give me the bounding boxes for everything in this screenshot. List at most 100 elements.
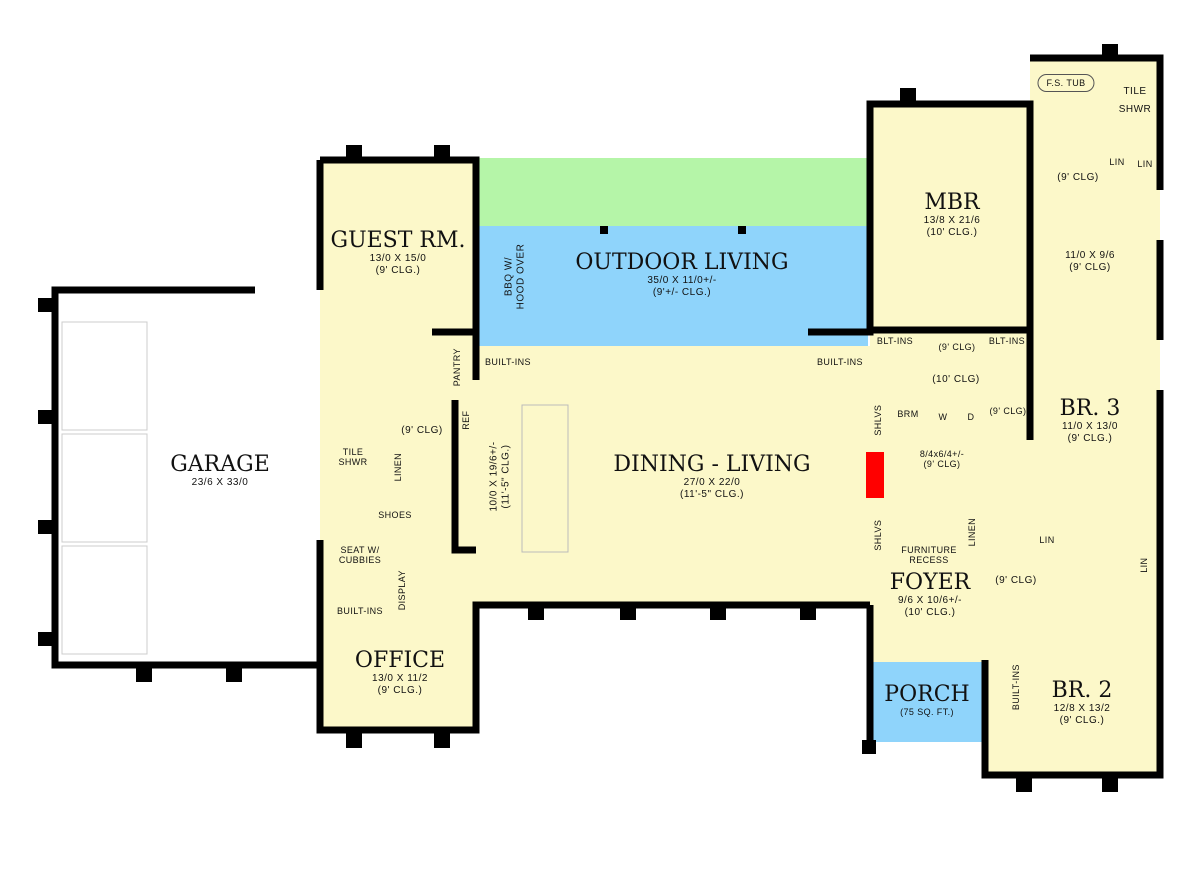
room-ceiling: (9' CLG.) bbox=[375, 264, 421, 276]
room-name: BR. 2 bbox=[1051, 678, 1113, 703]
tub-label: F.S. TUB bbox=[1037, 74, 1095, 93]
lin-label: LIN bbox=[1039, 535, 1055, 545]
closet-size: 11/0 X 9/6 bbox=[1065, 250, 1115, 261]
closet-label: 11/0 X 9/6(9' CLG) bbox=[1065, 250, 1115, 273]
builtins-label: BUILT-INS bbox=[337, 606, 383, 616]
shower-line1: TILE bbox=[342, 447, 364, 457]
columns bbox=[38, 44, 1118, 792]
broom-label: BRM bbox=[897, 409, 919, 419]
room-ceiling: (10' CLG.) bbox=[904, 606, 956, 618]
west-wing-floor bbox=[320, 160, 476, 730]
closet-ceiling: (9' CLG) bbox=[1069, 261, 1111, 273]
room-size: 12/8 X 13/2 bbox=[1053, 703, 1111, 715]
shower-line2: SHWR bbox=[338, 457, 368, 468]
porch-floor bbox=[870, 662, 985, 742]
room-name: FOYER bbox=[889, 570, 971, 595]
br2-floor bbox=[985, 660, 1160, 775]
tile-shower-label: TILE SHWR bbox=[1119, 86, 1152, 115]
laundry-label: 8/4x6/4+/-(9' CLG) bbox=[920, 449, 964, 470]
room-name: MBR bbox=[924, 190, 980, 215]
hall-ceiling: (10' CLG) bbox=[932, 374, 980, 385]
bbq-line2: HOOD OVER bbox=[515, 243, 526, 310]
room-ceiling: (9'+/- CLG.) bbox=[652, 286, 712, 298]
builtins-label: BLT-INS bbox=[876, 336, 914, 346]
room-ceiling: (10' CLG.) bbox=[926, 226, 978, 238]
builtins-label: BLT-INS bbox=[988, 336, 1026, 346]
room-name: OFFICE bbox=[354, 648, 446, 673]
shower-line1: TILE bbox=[1123, 86, 1147, 97]
east-wing-floor bbox=[870, 354, 1160, 662]
dining-floor bbox=[476, 346, 872, 602]
room-ceiling: (11'-5" CLG.) bbox=[679, 488, 744, 500]
room-size: 9/6 X 10/6+/- bbox=[897, 595, 963, 607]
kitchen-size: 10/0 X 19/6+/- bbox=[488, 441, 500, 512]
bath2-ceiling: (9' CLG) bbox=[995, 575, 1037, 586]
room-name: BR. 3 bbox=[1059, 396, 1121, 421]
bbq-label: BBQ W/HOOD OVER bbox=[504, 244, 527, 310]
shoes-label: SHOES bbox=[378, 510, 412, 520]
room-size: 27/0 X 22/0 bbox=[683, 477, 741, 489]
builtins-label: BUILT-INS bbox=[817, 357, 863, 367]
linen-label: LINEN bbox=[966, 517, 977, 547]
outdoor-living-floor bbox=[476, 226, 868, 346]
lawn bbox=[476, 158, 868, 226]
room-name: PORCH bbox=[884, 682, 970, 707]
dryer-label: D bbox=[967, 412, 975, 422]
seat-line2: CUBBIES bbox=[338, 555, 382, 566]
room-size: (75 SQ. FT.) bbox=[900, 707, 954, 718]
room-size: 13/0 X 15/0 bbox=[369, 253, 427, 265]
laundry-ceiling: (9' CLG) bbox=[989, 406, 1027, 416]
bath-ceiling: (9' CLG) bbox=[1057, 172, 1099, 183]
shelves-label: SHLVS bbox=[872, 404, 883, 436]
fireplace bbox=[866, 452, 884, 498]
room-size: 23/6 X 33/0 bbox=[191, 477, 249, 489]
garage-stalls bbox=[61, 321, 148, 655]
guest-room-label: GUEST RM.13/0 X 15/0(9' CLG.) bbox=[331, 228, 466, 276]
room-ceiling: (9' CLG.) bbox=[377, 684, 423, 696]
room-size: 13/8 X 21/6 bbox=[923, 215, 981, 227]
room-name: OUTDOOR LIVING bbox=[575, 250, 789, 275]
lin-label: LIN bbox=[1137, 159, 1153, 169]
mbr-floor bbox=[870, 104, 1030, 354]
shelves-label: SHLVS bbox=[872, 519, 883, 551]
builtins-label: BUILT-INS bbox=[485, 357, 531, 367]
master-bath-floor bbox=[1030, 58, 1160, 354]
room-ceiling: (9' CLG.) bbox=[1059, 714, 1105, 726]
kitchen-ceiling: (11'-5" CLG.) bbox=[500, 444, 511, 509]
porch-label: PORCH(75 SQ. FT.) bbox=[884, 682, 969, 718]
room-name: GUEST RM. bbox=[330, 228, 466, 253]
room-name: GARAGE bbox=[170, 452, 270, 477]
linen-label: LINEN bbox=[392, 452, 403, 482]
walls bbox=[51, 54, 1164, 779]
lin-label: LIN bbox=[1138, 557, 1149, 573]
hall-ceiling: (9' CLG) bbox=[401, 425, 443, 436]
kitchen-island bbox=[521, 404, 569, 553]
room-ceiling: (9' CLG.) bbox=[1067, 432, 1113, 444]
room-size: 35/0 X 11/0+/- bbox=[647, 275, 717, 287]
lin-label: LIN bbox=[1109, 157, 1125, 167]
shower-line2: SHWR bbox=[1118, 103, 1152, 115]
laundry-size: 8/4x6/4+/- bbox=[919, 449, 965, 459]
room-size: 11/0 X 13/0 bbox=[1062, 421, 1118, 433]
seat-line1: SEAT W/ bbox=[340, 545, 380, 555]
bbq-line1: BBQ W/ bbox=[503, 256, 515, 297]
ref-label: REF bbox=[460, 410, 471, 430]
hall-ceiling: (9' CLG) bbox=[938, 342, 976, 352]
display-label: DISPLAY bbox=[396, 570, 407, 611]
kitchen-label: 10/0 X 19/6+/-(11'-5" CLG.) bbox=[489, 441, 512, 511]
builtins-label: BUILT-INS bbox=[1010, 664, 1021, 711]
room-name: DINING - LIVING bbox=[613, 452, 811, 477]
room-size: 13/0 X 11/2 bbox=[372, 673, 428, 685]
